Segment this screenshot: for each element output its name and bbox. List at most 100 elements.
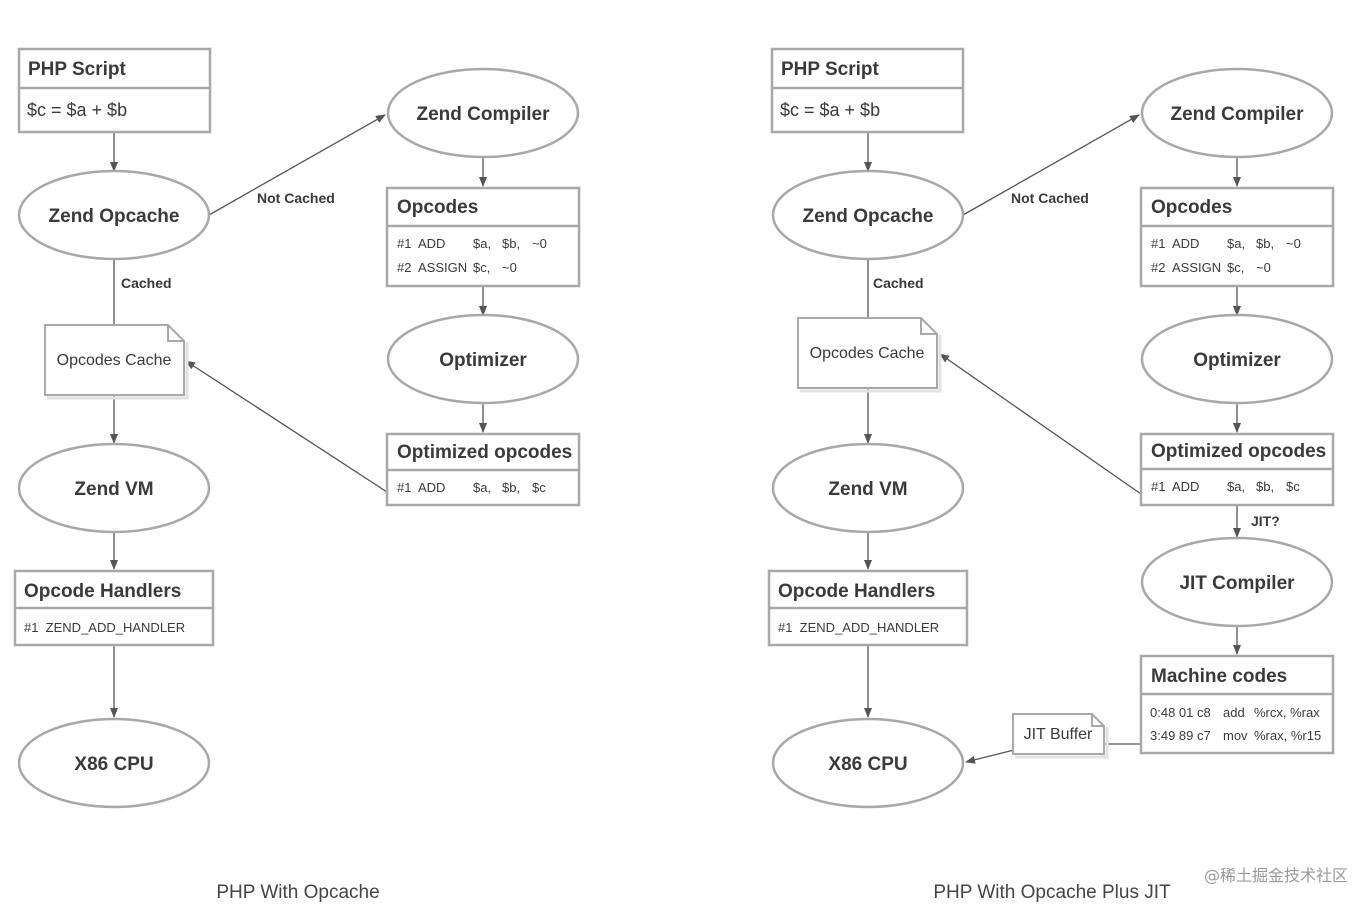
svg-text:$c,: $c, (473, 260, 490, 275)
jit-compiler-node: JIT Compiler (1140, 536, 1334, 628)
zend-vm-label: Zend VM (828, 479, 907, 500)
not-cached-label: Not Cached (1011, 190, 1089, 206)
jit-buffer-note: JIT Buffer (1012, 713, 1109, 759)
jit-buffer-label: JIT Buffer (1024, 726, 1093, 743)
svg-text:ADD: ADD (1172, 236, 1199, 251)
svg-text:$b,: $b, (1256, 479, 1274, 494)
svg-text:#1: #1 (1151, 236, 1165, 251)
php-script-box: PHP Script $c = $a + $b (770, 47, 965, 134)
optimized-opcodes-title: Optimized opcodes (1151, 441, 1326, 462)
zend-compiler-node: Zend Compiler (386, 67, 580, 159)
right-diagram: Not Cached Cached JIT? PHP Script $c = $… (767, 47, 1335, 903)
not-cached-label: Not Cached (257, 190, 335, 206)
zend-vm-node: Zend VM (771, 442, 965, 534)
svg-text:#1: #1 (1151, 479, 1165, 494)
opcode-handlers-row: #1 ZEND_ADD_HANDLER (778, 620, 939, 635)
svg-text:$a,: $a, (1227, 479, 1245, 494)
svg-text:ADD: ADD (1172, 479, 1199, 494)
x86-cpu-node: X86 CPU (17, 717, 211, 809)
machine-codes-title: Machine codes (1151, 666, 1287, 687)
optimizer-node: Optimizer (386, 313, 580, 405)
opcodes-box: Opcodes #1 ADD $a, $b, ~0 #2 ASSIGN $c, … (385, 186, 581, 288)
svg-text:$c: $c (532, 480, 546, 495)
opcodes-row-1: #1 ADD $a, $b, ~0 (1151, 236, 1301, 251)
svg-text:ADD: ADD (418, 480, 445, 495)
x86-cpu-label: X86 CPU (74, 754, 153, 775)
optimized-opcodes-box: Optimized opcodes #1 ADD $a, $b, $c (1139, 432, 1335, 507)
machine-codes-box: Machine codes 0:48 01 c8 add %rcx, %rax … (1139, 654, 1335, 755)
optimizer-label: Optimizer (439, 350, 527, 371)
svg-text:$a,: $a, (473, 480, 491, 495)
edge-optimized-to-cache (939, 353, 1142, 495)
php-script-code: $c = $a + $b (780, 100, 880, 120)
edge-buffer-to-cpu (965, 749, 1015, 764)
opcodes-title: Opcodes (1151, 197, 1232, 218)
x86-cpu-node: X86 CPU (771, 717, 965, 809)
edge-optimized-to-cache (185, 360, 388, 493)
cached-label: Cached (121, 275, 172, 291)
svg-text:$b,: $b, (502, 480, 520, 495)
left-diagram: Not Cached Cached PHP Script $c = $a + $… (13, 47, 581, 903)
svg-text:ADD: ADD (418, 236, 445, 251)
optimized-row-1: #1 ADD $a, $b, $c (1151, 479, 1300, 494)
php-script-code: $c = $a + $b (27, 100, 127, 120)
machine-row-2: 3:49 89 c7 mov %rax, %r15 (1150, 728, 1321, 743)
svg-text:$c,: $c, (1227, 260, 1244, 275)
zend-compiler-node: Zend Compiler (1140, 67, 1334, 159)
zend-vm-node: Zend VM (17, 442, 211, 534)
svg-text:$a,: $a, (1227, 236, 1245, 251)
svg-text:mov: mov (1223, 728, 1248, 743)
machine-row-1: 0:48 01 c8 add %rcx, %rax (1150, 705, 1320, 720)
svg-text:#2: #2 (1151, 260, 1165, 275)
opcodes-cache-label: Opcodes Cache (57, 352, 172, 369)
jit-question-label: JIT? (1251, 513, 1280, 529)
svg-text:#1: #1 (397, 480, 411, 495)
edge-not-cached (962, 114, 1140, 216)
zend-vm-label: Zend VM (74, 479, 153, 500)
zend-compiler-label: Zend Compiler (416, 104, 550, 125)
zend-opcache-label: Zend Opcache (49, 206, 180, 227)
opcodes-row-2: #2 ASSIGN $c, ~0 (397, 260, 517, 275)
opcode-handlers-box: Opcode Handlers #1 ZEND_ADD_HANDLER (13, 569, 215, 647)
zend-opcache-node: Zend Opcache (17, 169, 211, 261)
svg-text:$c: $c (1286, 479, 1300, 494)
svg-text:%rax, %r15: %rax, %r15 (1254, 728, 1321, 743)
php-script-title: PHP Script (781, 59, 880, 80)
svg-text:ASSIGN: ASSIGN (1172, 260, 1221, 275)
opcodes-title: Opcodes (397, 197, 478, 218)
svg-text:$b,: $b, (502, 236, 520, 251)
svg-text:#2: #2 (397, 260, 411, 275)
opcodes-cache-note: Opcodes Cache (797, 317, 942, 393)
optimized-opcodes-box: Optimized opcodes #1 ADD $a, $b, $c (385, 432, 581, 507)
opcode-handlers-row: #1 ZEND_ADD_HANDLER (24, 620, 185, 635)
watermark: @稀土掘金技术社区 (1204, 866, 1348, 885)
left-caption: PHP With Opcache (216, 882, 379, 903)
optimizer-node: Optimizer (1140, 313, 1334, 405)
zend-compiler-label: Zend Compiler (1170, 104, 1304, 125)
opcodes-box: Opcodes #1 ADD $a, $b, ~0 #2 ASSIGN $c, … (1139, 186, 1335, 288)
x86-cpu-label: X86 CPU (828, 754, 907, 775)
svg-text:add: add (1223, 705, 1245, 720)
opcodes-row-1: #1 ADD $a, $b, ~0 (397, 236, 547, 251)
svg-text:#1: #1 (397, 236, 411, 251)
opcodes-row-2: #2 ASSIGN $c, ~0 (1151, 260, 1271, 275)
svg-text:~0: ~0 (1256, 260, 1271, 275)
php-script-box: PHP Script $c = $a + $b (17, 47, 212, 134)
svg-text:~0: ~0 (1286, 236, 1301, 251)
zend-opcache-label: Zend Opcache (803, 206, 934, 227)
zend-opcache-node: Zend Opcache (771, 169, 965, 261)
svg-text:$b,: $b, (1256, 236, 1274, 251)
optimized-row-1: #1 ADD $a, $b, $c (397, 480, 546, 495)
svg-text:~0: ~0 (532, 236, 547, 251)
opcode-handlers-box: Opcode Handlers #1 ZEND_ADD_HANDLER (767, 569, 969, 647)
svg-text:~0: ~0 (502, 260, 517, 275)
opcodes-cache-note: Opcodes Cache (44, 324, 189, 400)
cached-label: Cached (873, 275, 924, 291)
svg-text:%rcx, %rax: %rcx, %rax (1254, 705, 1320, 720)
optimized-opcodes-title: Optimized opcodes (397, 442, 572, 463)
svg-text:0:48 01 c8: 0:48 01 c8 (1150, 705, 1211, 720)
opcodes-cache-label: Opcodes Cache (810, 345, 925, 362)
opcode-handlers-title: Opcode Handlers (24, 581, 181, 602)
svg-text:ASSIGN: ASSIGN (418, 260, 467, 275)
